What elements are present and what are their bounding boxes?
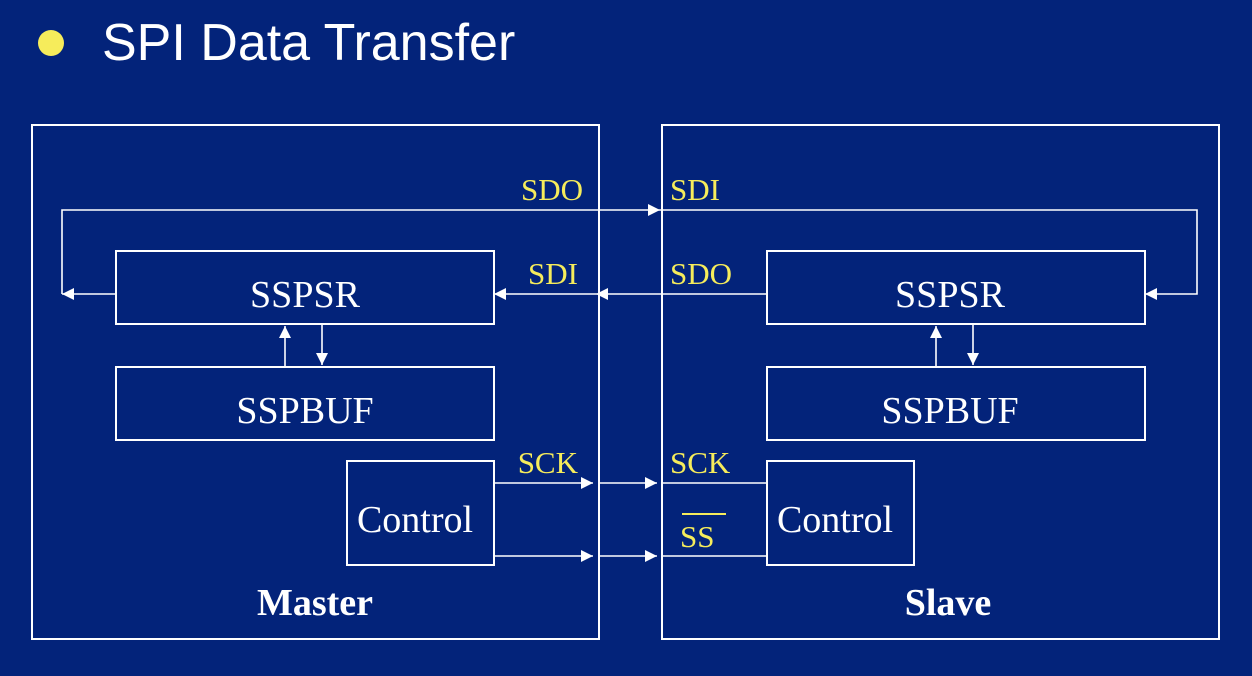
slave-box xyxy=(661,124,1220,640)
slave-sspsr-box xyxy=(766,250,1146,325)
slave-sspbuf-box xyxy=(766,366,1146,441)
slave-label: Slave xyxy=(905,582,992,624)
slave-sspsr-in-wire xyxy=(660,209,1198,300)
master-sdo-pin-label: SDO xyxy=(521,172,583,207)
slave-ss-pin-label: SS xyxy=(680,519,714,554)
master-box xyxy=(31,124,600,640)
sdo-to-sdi-wire xyxy=(61,204,660,294)
bullet-icon xyxy=(38,30,64,56)
master-control-label: Control xyxy=(357,499,473,541)
slave-sdo-pin-label: SDO xyxy=(670,256,732,291)
master-control-box xyxy=(346,460,495,566)
master-sck-pin-label: SCK xyxy=(518,445,579,480)
master-sspbuf-label: SSPBUF xyxy=(236,390,373,432)
master-label: Master xyxy=(257,582,373,624)
master-sdi-pin-label: SDI xyxy=(528,256,578,291)
master-sspbuf-box xyxy=(115,366,495,441)
slave-sck-pin-label: SCK xyxy=(670,445,731,480)
title-row: SPI Data Transfer xyxy=(38,8,515,78)
slide-title: SPI Data Transfer xyxy=(102,14,516,72)
slave-sspsr-label: SSPSR xyxy=(895,274,1006,316)
slave-sdi-pin-label: SDI xyxy=(670,172,720,207)
slave-control-label: Control xyxy=(777,499,893,541)
slave-sspbuf-label: SSPBUF xyxy=(881,390,1018,432)
master-sspsr-box xyxy=(115,250,495,325)
slave-control-box xyxy=(766,460,915,566)
master-sspsr-label: SSPSR xyxy=(250,274,361,316)
